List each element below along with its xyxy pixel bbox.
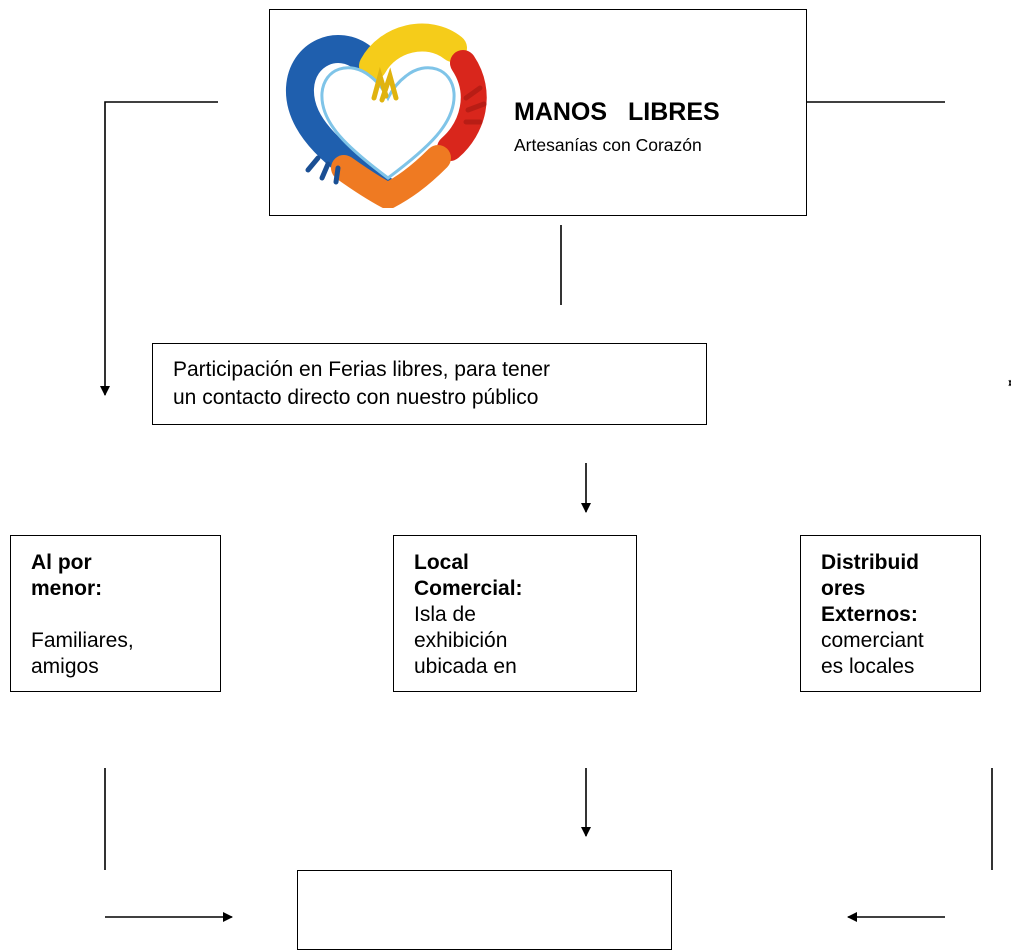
fairs-text-line-2: un contacto directo con nuestro público	[173, 386, 539, 409]
heart-hands-logo-icon	[286, 23, 487, 208]
retail-text: Familiares, amigos	[31, 629, 134, 678]
left-elbow-arrow	[100, 101, 218, 396]
fairs-text-line-1: Participación en Ferias libres, para ten…	[173, 358, 551, 381]
fairs-box: Participación en Ferias libres, para ten…	[152, 343, 707, 425]
fairs-text: Participación en Ferias libres, para ten…	[173, 356, 550, 412]
distributors-text: comerciant es locales	[821, 629, 924, 678]
bottom-box	[297, 870, 672, 950]
retail-box: Al por menor: Familiares, amigos	[10, 535, 221, 692]
local-commercial-title: Local Comercial:	[414, 551, 523, 600]
retail-title: Al por menor:	[31, 551, 103, 600]
brand-tagline: Artesanías con Corazón	[514, 135, 702, 155]
distributors-box: Distribuid ores Externos: comerciant es …	[800, 535, 981, 692]
local-commercial-text: Isla de exhibición ubicada en	[414, 603, 517, 678]
local-commercial-box: Local Comercial: Isla de exhibición ubic…	[393, 535, 637, 692]
distributors-title: Distribuid ores Externos:	[821, 551, 919, 626]
brand-box: MANOS LIBRES Artesanías con Corazón	[269, 9, 807, 216]
brand-name: MANOS LIBRES	[514, 98, 720, 126]
